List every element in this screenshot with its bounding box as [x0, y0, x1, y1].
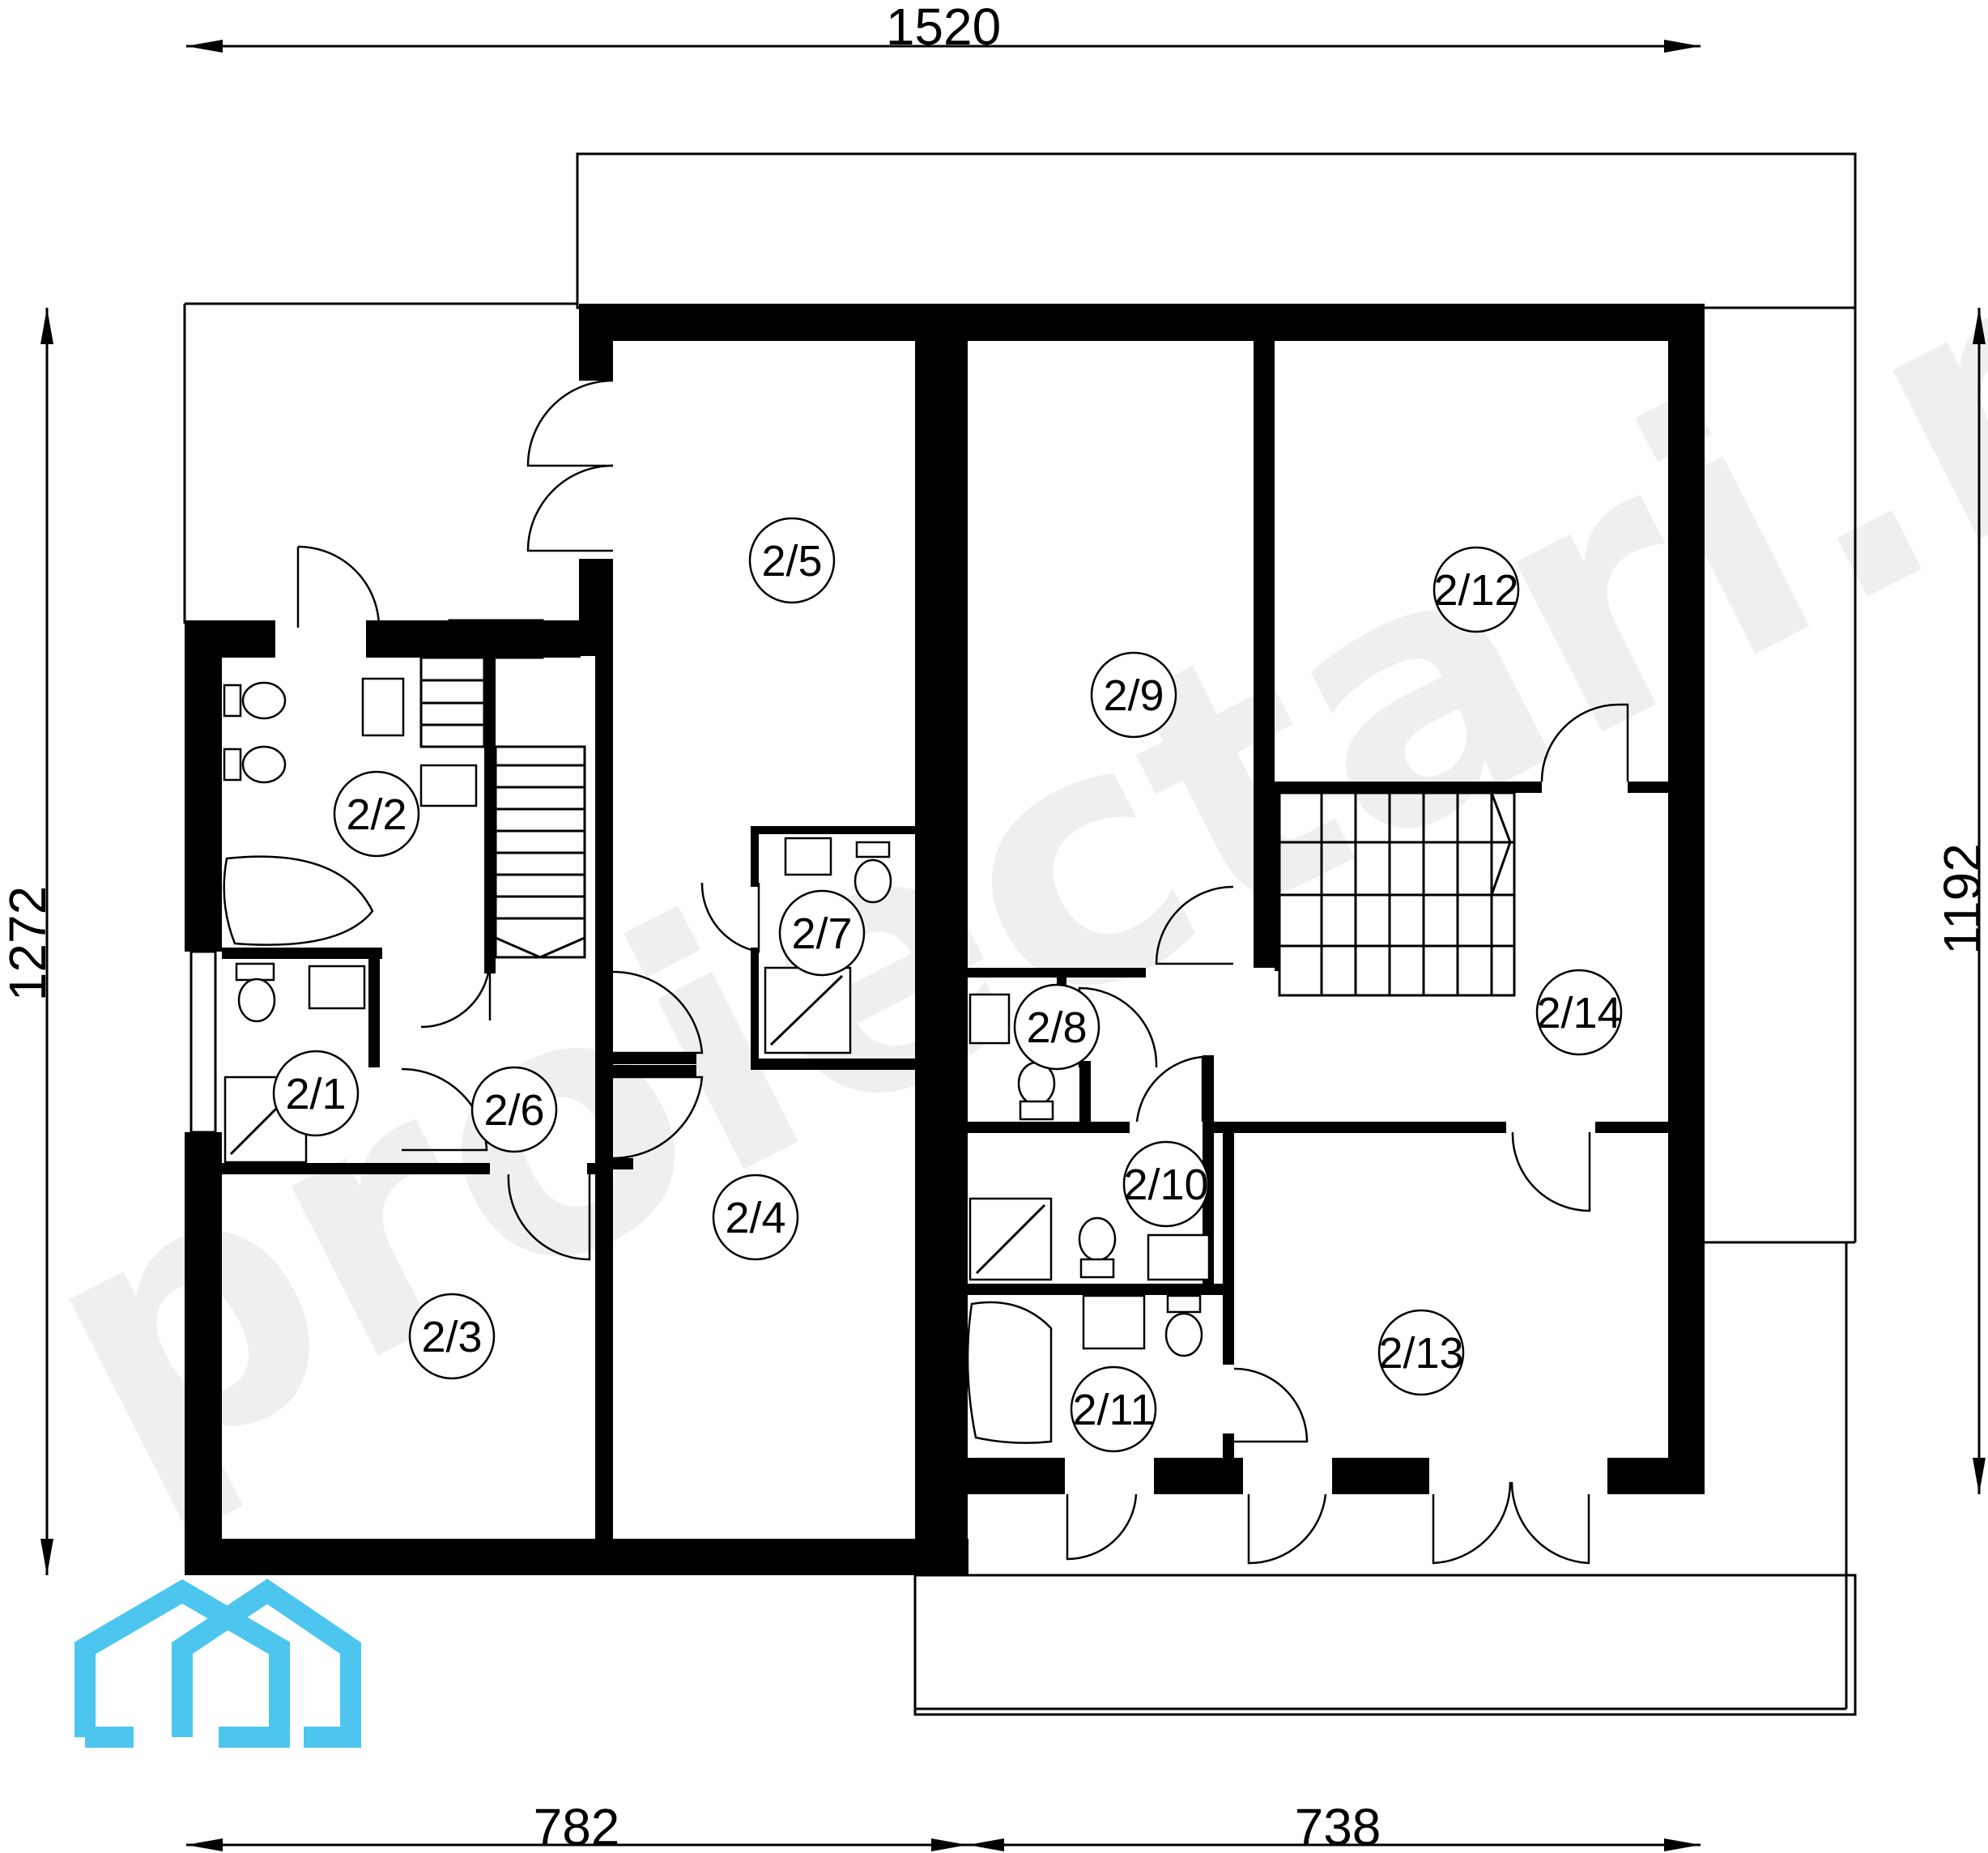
- room-2-3: 2/3: [408, 1293, 496, 1380]
- dimension-bottom-left: 782: [534, 1798, 620, 1853]
- room-labels: 2/1 2/2 2/3 2/4 2/5 2/6 2/7 2/8: [272, 517, 1623, 1453]
- dimension-top-overall: 1520: [886, 0, 1001, 56]
- house-logo-icon: [74, 1578, 361, 1748]
- room-2-1: 2/1: [272, 1050, 360, 1137]
- dimension-right-overall: 1192: [1933, 843, 1988, 955]
- room-label-2-1: 2/1: [285, 1070, 346, 1118]
- room-2-6: 2/6: [470, 1066, 558, 1153]
- dimension-left-overall: 1272: [0, 886, 57, 1001]
- room-label-2-5: 2/5: [761, 537, 822, 586]
- room-label-2-11: 2/11: [1072, 1386, 1154, 1434]
- room-label-2-6: 2/6: [483, 1086, 544, 1135]
- walls: [185, 304, 1705, 1575]
- room-2-5: 2/5: [748, 517, 836, 604]
- stair-left: [419, 656, 586, 959]
- room-label-2-12: 2/12: [1433, 566, 1518, 615]
- room-2-14: 2/14: [1535, 969, 1623, 1056]
- room-2-11: 2/11: [1070, 1365, 1157, 1453]
- room-label-2-13: 2/13: [1378, 1329, 1463, 1378]
- stair-right: [1278, 791, 1516, 997]
- room-2-8: 2/8: [1013, 983, 1100, 1071]
- room-label-2-3: 2/3: [421, 1313, 482, 1361]
- room-label-2-8: 2/8: [1026, 1003, 1087, 1052]
- room-2-2: 2/2: [333, 770, 420, 858]
- room-label-2-14: 2/14: [1536, 989, 1621, 1037]
- room-2-7: 2/7: [778, 889, 866, 977]
- room-2-13: 2/13: [1377, 1309, 1465, 1396]
- room-label-2-7: 2/7: [791, 909, 852, 958]
- room-label-2-4: 2/4: [725, 1194, 785, 1242]
- room-label-2-10: 2/10: [1123, 1161, 1208, 1209]
- dimension-bottom-right: 738: [1295, 1798, 1381, 1853]
- room-2-10: 2/10: [1122, 1140, 1210, 1228]
- room-label-2-9: 2/9: [1103, 671, 1164, 720]
- fixtures: [223, 677, 1211, 1444]
- room-label-2-2: 2/2: [346, 790, 407, 839]
- room-2-9: 2/9: [1090, 651, 1177, 739]
- room-2-12: 2/12: [1432, 546, 1520, 633]
- room-2-4: 2/4: [712, 1174, 799, 1261]
